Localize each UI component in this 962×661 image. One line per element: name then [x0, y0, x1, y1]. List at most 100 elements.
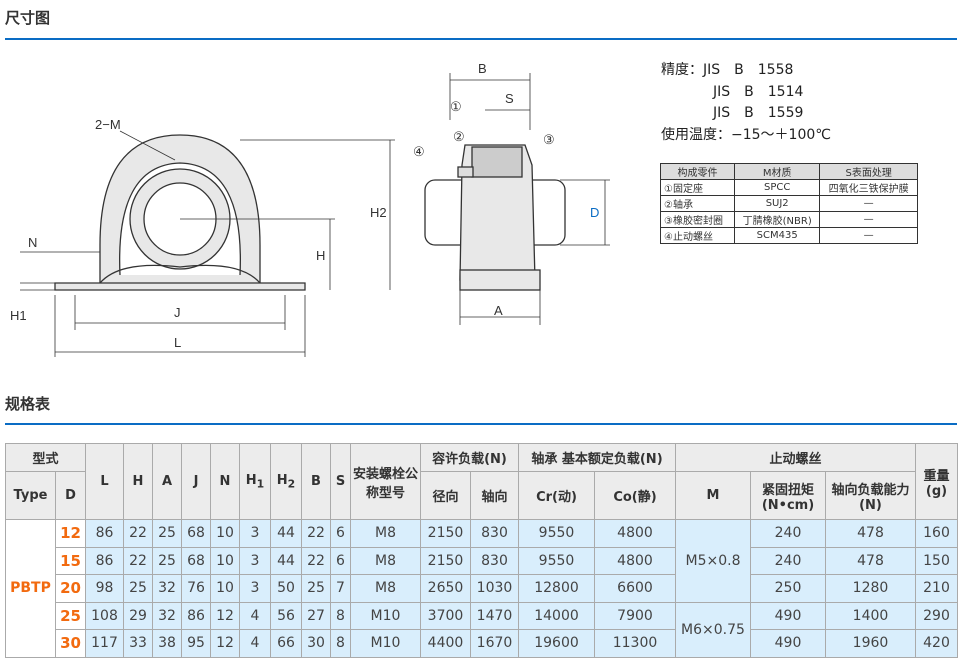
value-cell: 12800 [518, 574, 595, 603]
header-model: 型式 [5, 443, 86, 472]
value-cell: 3 [239, 519, 271, 548]
value-cell: 10 [210, 546, 240, 575]
value-cell: 290 [915, 601, 958, 630]
value-cell: 117 [85, 629, 124, 658]
value-cell: 29 [123, 601, 153, 630]
header-torque: 紧固扭矩(N•cm) [750, 471, 826, 520]
header-basic-rating: 轴承 基本额定负载(N) [518, 443, 676, 472]
part-material: 丁腈橡胶(NBR) [733, 211, 821, 228]
value-cell: M8 [350, 574, 421, 603]
part-name: ①固定座 [660, 179, 735, 196]
value-cell: 4 [239, 629, 271, 658]
value-cell: 3700 [420, 601, 471, 630]
value-cell: 240 [750, 519, 826, 548]
value-cell: 25 [152, 519, 182, 548]
value-cell: 25 [301, 574, 331, 603]
value-cell: 27 [301, 601, 331, 630]
value-cell: 14000 [518, 601, 595, 630]
header-axial-load-capacity: 轴向负载能力(N) [825, 471, 916, 520]
value-cell: 210 [915, 574, 958, 603]
value-cell: 240 [750, 546, 826, 575]
part-name: ④止动螺丝 [660, 227, 735, 244]
header-axial: 轴向 [470, 471, 519, 520]
value-cell: 2150 [420, 519, 471, 548]
value-cell: 490 [750, 601, 826, 630]
value-cell: 6600 [594, 574, 676, 603]
header-h2-text: H [276, 472, 288, 488]
value-cell: 68 [181, 519, 211, 548]
value-cell: M8 [350, 546, 421, 575]
header-h1: H1 [239, 443, 271, 520]
value-cell: 420 [915, 629, 958, 658]
m-cell: M6×0.75 [675, 601, 751, 658]
value-cell: 4 [239, 601, 271, 630]
value-cell: 38 [152, 629, 182, 658]
value-cell: 2150 [420, 546, 471, 575]
header-l: L [85, 443, 124, 520]
part-finish: 四氧化三铁保护膜 [819, 179, 918, 196]
m-cell: M5×0.8 [675, 519, 751, 603]
value-cell: 150 [915, 546, 958, 575]
d-cell: 15 [55, 546, 86, 575]
value-cell: 830 [470, 546, 519, 575]
d-cell: 12 [55, 519, 86, 548]
value-cell: 478 [825, 546, 916, 575]
value-cell: 86 [85, 519, 124, 548]
label-d: D [590, 205, 599, 220]
value-cell: 830 [470, 519, 519, 548]
value-cell: 7 [330, 574, 351, 603]
value-cell: 1400 [825, 601, 916, 630]
header-h: H [123, 443, 153, 520]
value-cell: 8 [330, 601, 351, 630]
value-cell: 19600 [518, 629, 595, 658]
value-cell: 32 [152, 601, 182, 630]
precision-line: JIS B 1559 [713, 105, 804, 121]
value-cell: 9550 [518, 546, 595, 575]
value-cell: 4800 [594, 546, 676, 575]
value-cell: 1960 [825, 629, 916, 658]
side-view [424, 144, 566, 291]
header-d: D [55, 471, 86, 520]
value-cell: 8 [330, 629, 351, 658]
precision-line: JIS B 1514 [713, 83, 804, 100]
type-cell: PBTP [5, 519, 56, 658]
value-cell: 6 [330, 519, 351, 548]
value-cell: 1030 [470, 574, 519, 603]
value-cell: 3 [239, 574, 271, 603]
value-cell: 4400 [420, 629, 471, 658]
temp-label: 使用温度： [661, 126, 731, 143]
header-s: S [330, 443, 351, 520]
value-cell: 25 [123, 574, 153, 603]
value-cell: 4800 [594, 519, 676, 548]
value-cell: 1670 [470, 629, 519, 658]
value-cell: 22 [123, 519, 153, 548]
parts-header: S表面处理 [819, 163, 918, 180]
value-cell: 6 [330, 546, 351, 575]
value-cell: 44 [270, 519, 302, 548]
spec-table: 型式 L H A J N H1 H2 B S 安装螺栓公称型号 容许负载(N) … [5, 443, 958, 658]
part-material: SCM435 [733, 227, 821, 244]
d-cell: 30 [55, 629, 86, 658]
header-radial: 径向 [420, 471, 471, 520]
value-cell: 108 [85, 601, 124, 630]
label-n: N [28, 235, 37, 250]
header-h1-sub: 1 [256, 477, 265, 491]
parts-header: 构成零件 [660, 163, 735, 180]
callout-3: ③ [543, 132, 555, 147]
value-cell: 160 [915, 519, 958, 548]
value-cell: 86 [85, 546, 124, 575]
value-cell: 56 [270, 601, 302, 630]
header-allowable-load: 容许负载(N) [420, 443, 519, 472]
part-finish: — [819, 211, 918, 228]
parts-row: ③橡胶密封圈丁腈橡胶(NBR)— [660, 211, 918, 228]
value-cell: 33 [123, 629, 153, 658]
value-cell: 12 [210, 601, 240, 630]
